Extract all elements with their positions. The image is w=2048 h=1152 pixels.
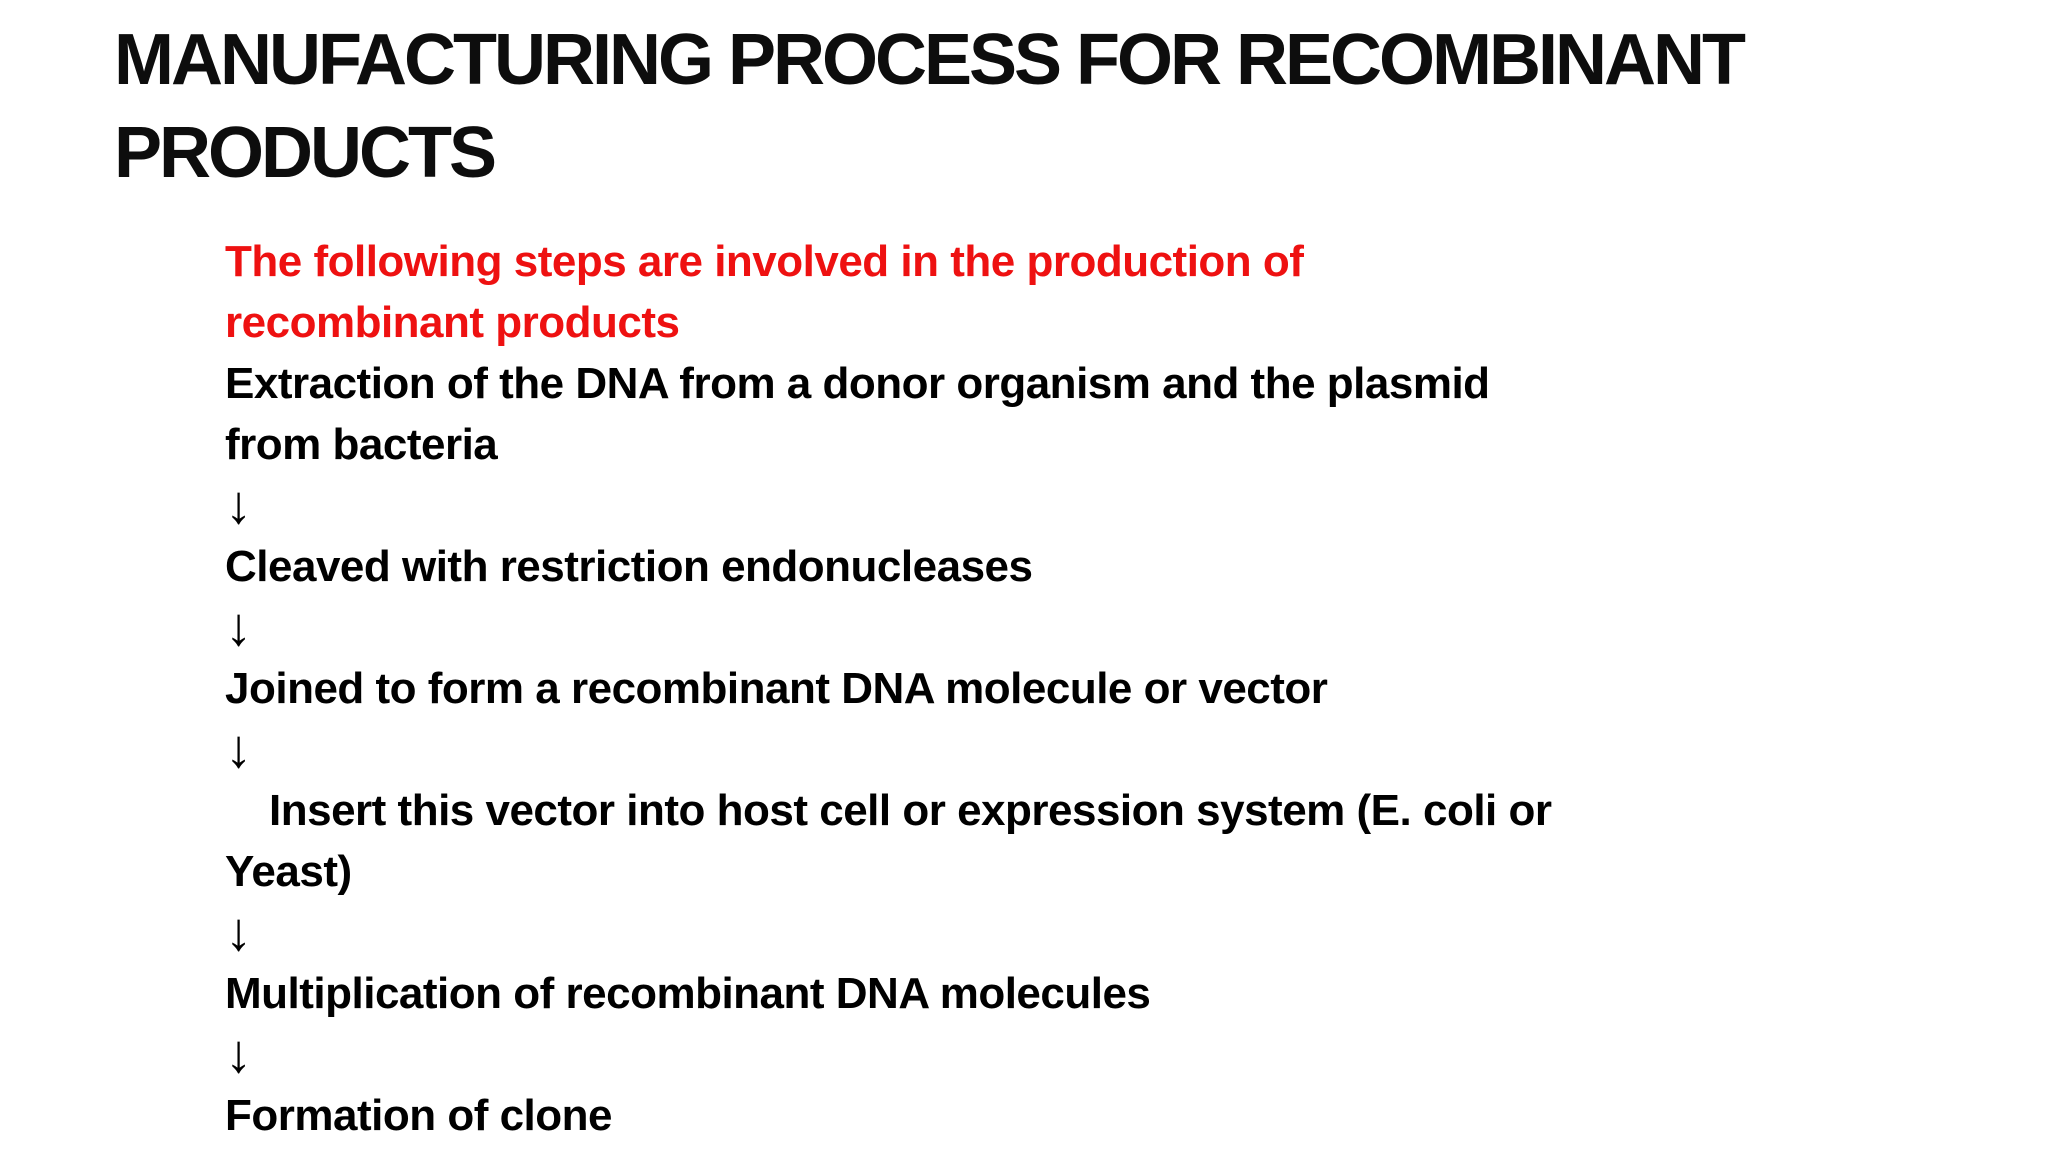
slide-title: MANUFACTURING PROCESS FOR RECOMBINANT PR… xyxy=(114,20,1746,193)
flow-step-extraction: Extraction of the DNA from a donor organ… xyxy=(225,359,1490,469)
down-arrow-icon: ↓ xyxy=(225,1024,252,1084)
flow-step-multiplication: Multiplication of recombinant DNA molecu… xyxy=(225,969,1151,1018)
down-arrow-icon: ↓ xyxy=(225,902,252,962)
down-arrow-icon: ↓ xyxy=(225,475,252,535)
process-flow: The following steps are involved in the … xyxy=(225,231,1785,1146)
down-arrow-icon: ↓ xyxy=(225,597,252,657)
flow-step-joined: Joined to form a recombinant DNA molecul… xyxy=(225,664,1328,713)
flow-step-formation-of-clone: Formation of clone xyxy=(225,1091,613,1140)
flow-step-insert-vector: Insert this vector into host cell or exp… xyxy=(225,786,1552,896)
intro-text: The following steps are involved in the … xyxy=(225,237,1304,347)
down-arrow-icon: ↓ xyxy=(225,719,252,779)
flow-step-cleaved: Cleaved with restriction endonucleases xyxy=(225,542,1033,591)
